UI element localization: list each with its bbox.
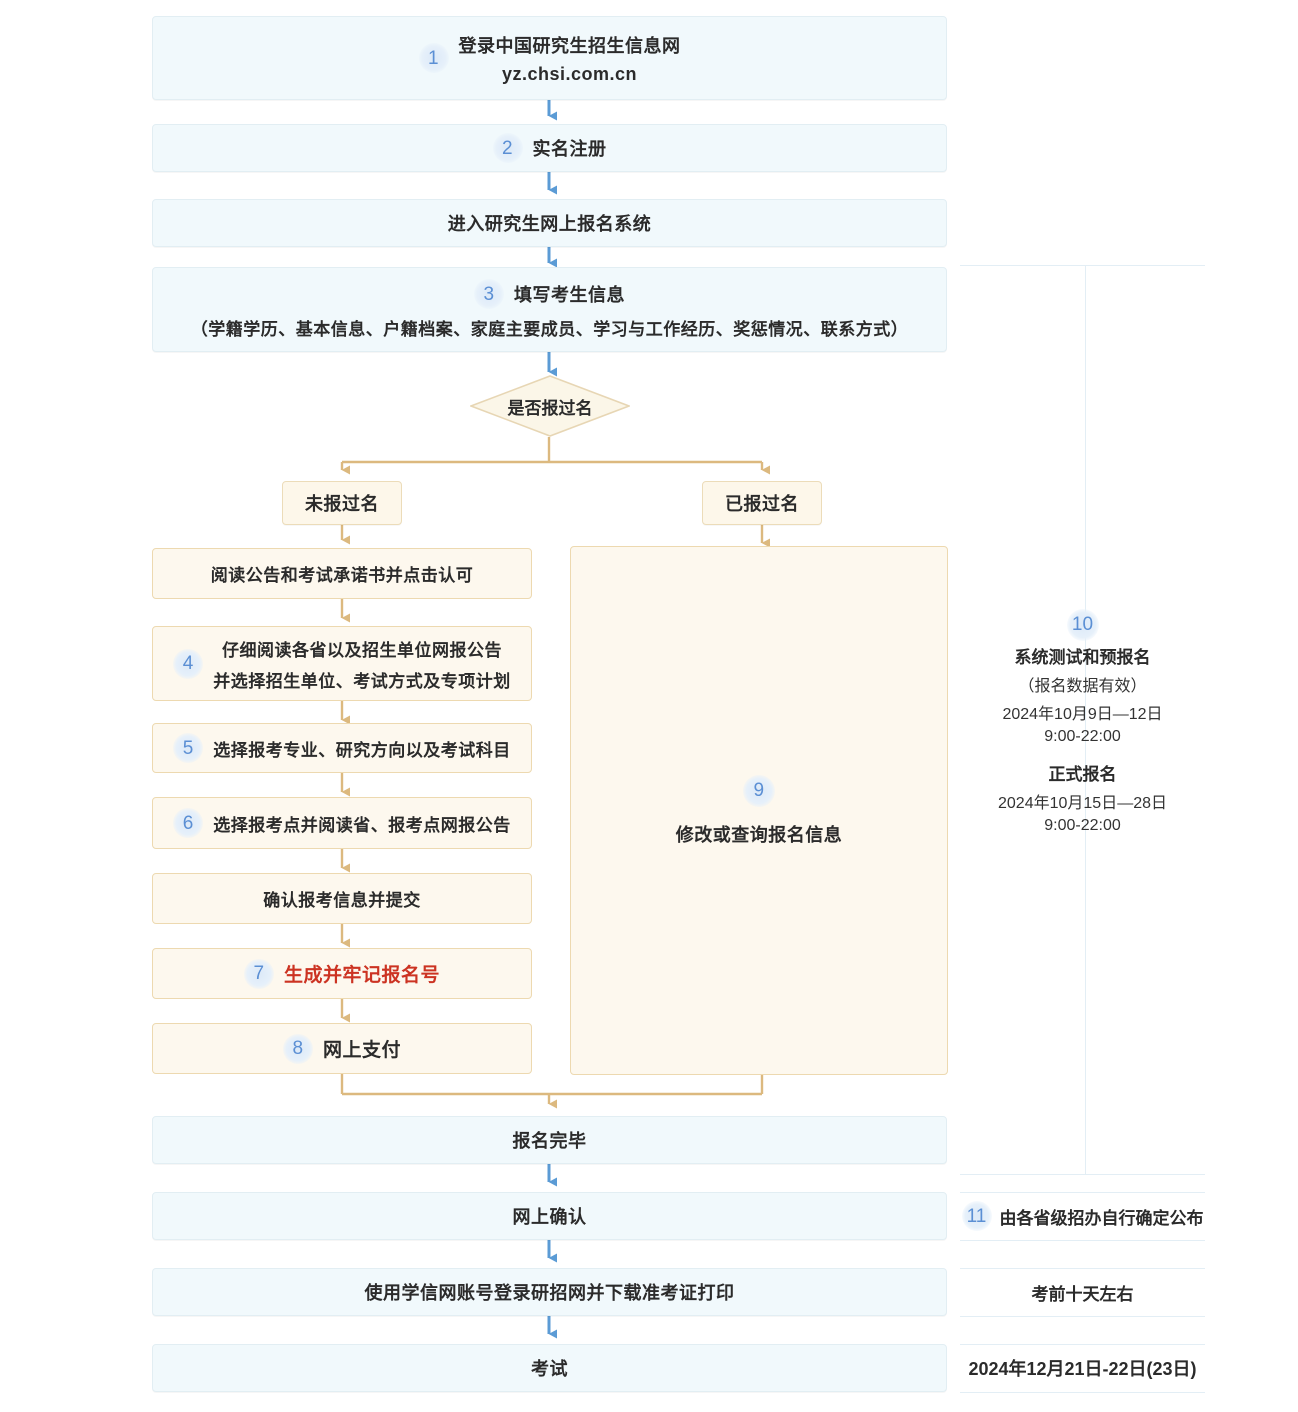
tail-2-label: 使用学信网账号登录研招网并下载准考证打印: [364, 1283, 735, 1303]
timeline-badge-11: 11: [961, 1201, 992, 1231]
left-step-0-label: 阅读公告和考试承诺书并点击认可: [210, 566, 474, 585]
node-left-step-5[interactable]: 5 选择报考专业、研究方向以及考试科目: [152, 723, 532, 773]
step-badge-1: 1: [418, 43, 449, 73]
node-decision-registered[interactable]: 是否报过名: [470, 375, 630, 437]
timeline-vertical-divider: [1085, 265, 1086, 1174]
left-step-5-label: 选择报考专业、研究方向以及考试科目: [213, 740, 511, 760]
timeline-row-line-5: [960, 1344, 1205, 1345]
timeline-row-exam-ticket-label: 考前十天左右: [1031, 1284, 1134, 1304]
timeline-10-sub-a: （报名数据有效）: [1018, 677, 1147, 695]
node-left-step-6[interactable]: 6 选择报考点并阅读省、报考点网报公告: [152, 797, 532, 849]
timeline-10-title-b: 正式报名: [1048, 764, 1117, 784]
branch-left-label: 未报过名: [305, 494, 379, 514]
step-1-line-2: yz.chsi.com.cn: [501, 63, 638, 84]
timeline-10-time-b: 9:00-22:00: [1044, 816, 1121, 834]
node-branch-registered[interactable]: 已报过名: [702, 481, 822, 525]
timeline-10-title-a: 系统测试和预报名: [1014, 647, 1151, 667]
timeline-row-11[interactable]: 11 由各省级招办自行确定公布: [960, 1192, 1205, 1240]
branch-right-label: 已报过名: [725, 494, 799, 514]
timeline-block-10[interactable]: 10 系统测试和预报名 （报名数据有效） 2024年10月9日—12日 9:00…: [960, 608, 1205, 835]
tail-1-label: 网上确认: [512, 1207, 587, 1227]
step-badge-7: 7: [243, 958, 274, 989]
step-badge-9: 9: [743, 774, 775, 807]
step-badge-3: 3: [474, 279, 504, 309]
left-step-6-label: 选择报考点并阅读省、报考点网报公告: [213, 815, 511, 835]
step-badge-5: 5: [173, 733, 204, 763]
step-badge-8: 8: [282, 1033, 313, 1064]
node-step-9[interactable]: 9 修改或查询报名信息: [570, 546, 948, 1075]
timeline-10-date-b: 2024年10月15日—28日: [998, 794, 1167, 812]
diamond-shape: [470, 375, 630, 437]
left-step-7-label: 生成并牢记报名号: [283, 965, 440, 986]
node-left-step-8[interactable]: 8 网上支付: [152, 1023, 532, 1074]
node-step-3[interactable]: 3 填写考生信息 （学籍学历、基本信息、户籍档案、家庭主要成员、学习与工作经历、…: [152, 267, 947, 352]
timeline-divider-top: [960, 265, 1205, 266]
node-tail-2[interactable]: 使用学信网账号登录研招网并下载准考证打印: [152, 1268, 947, 1316]
timeline-10-date-a: 2024年10月9日—12日: [1002, 705, 1163, 723]
step-3-line-2: （学籍学历、基本信息、户籍档案、家庭主要成员、学习与工作经历、奖惩情况、联系方式…: [190, 320, 909, 339]
node-step-2[interactable]: 2 实名注册: [152, 124, 947, 172]
step-2-label: 实名注册: [532, 139, 607, 159]
timeline-10-time-a: 9:00-22:00: [1044, 727, 1121, 745]
node-left-step-7[interactable]: 7 生成并牢记报名号: [152, 948, 532, 999]
enter-system-label: 进入研究生网上报名系统: [447, 214, 652, 234]
left-step-confirm-label: 确认报考信息并提交: [263, 891, 421, 910]
step-3-line-1: 填写考生信息: [514, 285, 625, 305]
timeline-badge-10: 10: [1066, 608, 1099, 641]
node-enter-system[interactable]: 进入研究生网上报名系统: [152, 199, 947, 247]
step-badge-2: 2: [492, 133, 523, 163]
node-branch-not-registered[interactable]: 未报过名: [282, 481, 402, 525]
timeline-row-line-0: [960, 1174, 1205, 1175]
timeline-row-line-4: [960, 1316, 1205, 1317]
node-left-step-0[interactable]: 阅读公告和考试承诺书并点击认可: [152, 548, 532, 599]
left-step-8-label: 网上支付: [322, 1040, 401, 1061]
node-tail-0[interactable]: 报名完毕: [152, 1116, 947, 1164]
timeline-row-exam-date-label: 2024年12月21日-22日(23日): [968, 1359, 1197, 1379]
timeline-row-11-label: 由各省级招办自行确定公布: [999, 1208, 1204, 1228]
timeline-row-line-2: [960, 1240, 1205, 1241]
step-badge-6: 6: [173, 808, 204, 838]
step-1-line-1: 登录中国研究生招生信息网: [458, 35, 681, 56]
timeline-row-exam-ticket[interactable]: 考前十天左右: [960, 1268, 1205, 1316]
left-step-4-line-2: 并选择招生单位、考试方式及专项计划: [213, 671, 511, 691]
timeline-row-exam-date[interactable]: 2024年12月21日-22日(23日): [960, 1344, 1205, 1392]
tail-0-label: 报名完毕: [512, 1131, 587, 1151]
node-left-step-4[interactable]: 4 仔细阅读各省以及招生单位网报公告 并选择招生单位、考试方式及专项计划: [152, 626, 532, 701]
decision-label: 是否报过名: [507, 398, 593, 418]
node-tail-1[interactable]: 网上确认: [152, 1192, 947, 1240]
timeline-row-line-6: [960, 1392, 1205, 1393]
node-step-1[interactable]: 1 登录中国研究生招生信息网 yz.chsi.com.cn: [152, 16, 947, 100]
step-badge-4: 4: [173, 648, 204, 679]
left-step-4-line-1: 仔细阅读各省以及招生单位网报公告: [222, 640, 502, 660]
node-tail-3[interactable]: 考试: [152, 1344, 947, 1392]
timeline-row-line-1: [960, 1192, 1205, 1193]
timeline-row-line-3: [960, 1268, 1205, 1269]
step-9-label: 修改或查询报名信息: [675, 824, 843, 845]
node-left-step-confirm[interactable]: 确认报考信息并提交: [152, 873, 532, 924]
tail-3-label: 考试: [531, 1359, 568, 1379]
